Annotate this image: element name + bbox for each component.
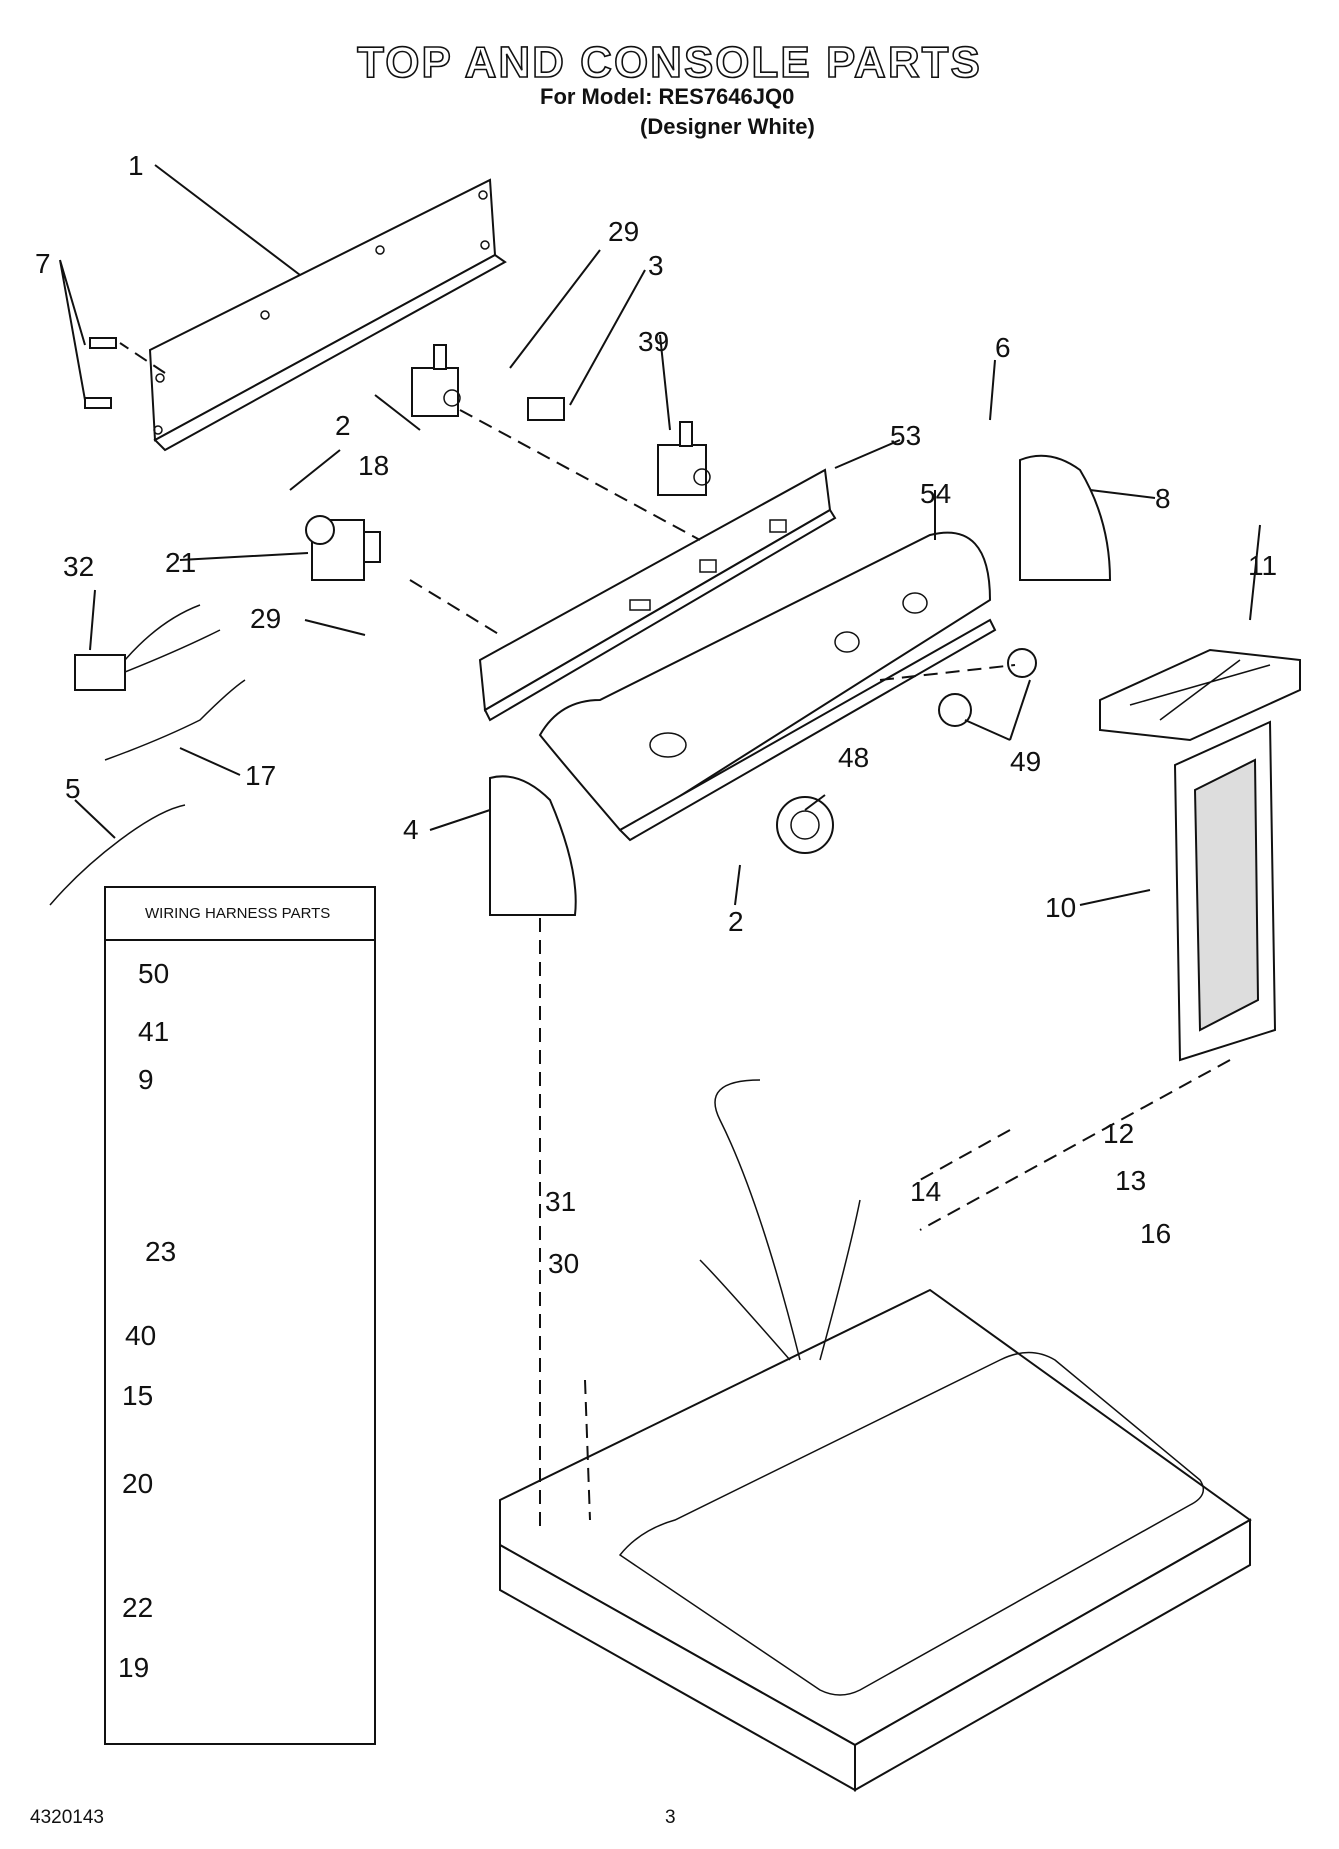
timer-21: [305, 515, 381, 581]
wiring-harness-box: [104, 886, 376, 1745]
callout-41: 41: [138, 1016, 170, 1047]
callout-40: 40: [125, 1320, 157, 1351]
callout-14: 14: [910, 1176, 942, 1207]
lint-housing-10: [1173, 720, 1277, 1062]
callout-29a: 29: [608, 216, 640, 247]
callout-3: 3: [648, 250, 664, 281]
knob-48: [776, 796, 834, 854]
screws-7: [84, 337, 117, 409]
callout-23: 23: [145, 1236, 177, 1267]
knob-49b: [938, 693, 972, 727]
switch-39: [657, 421, 711, 496]
wiring-harness-box-title: WIRING HARNESS PARTS: [145, 905, 331, 922]
callout-18: 18: [358, 450, 390, 481]
end-cap-8: [1019, 454, 1112, 581]
callout-21: 21: [165, 547, 197, 578]
callout-11: 11: [1248, 550, 1278, 581]
callout-1: 1: [128, 150, 144, 181]
callout-22: 22: [122, 1592, 154, 1623]
callout-2b: 2: [728, 906, 744, 937]
dryer-top-16: [499, 1288, 1252, 1792]
callout-9: 9: [138, 1064, 154, 1095]
callout-7: 7: [35, 248, 51, 279]
callout-53: 53: [890, 420, 922, 451]
page-number: 3: [665, 1807, 676, 1828]
callout-17: 17: [245, 760, 277, 791]
callout-15: 15: [122, 1380, 154, 1411]
callout-12: 12: [1103, 1118, 1135, 1149]
callout-20: 20: [122, 1468, 154, 1499]
callout-19: 19: [118, 1652, 150, 1683]
callout-6: 6: [995, 332, 1011, 363]
switch-18: [411, 344, 461, 417]
callout-13: 13: [1115, 1165, 1147, 1196]
callout-4: 4: [403, 814, 419, 845]
callout-8: 8: [1155, 483, 1171, 514]
knob-insert-3: [527, 397, 565, 421]
model-line: For Model: RES7646JQ0: [540, 84, 795, 109]
callout-16: 16: [1140, 1218, 1172, 1249]
control-bracket-53: [478, 468, 837, 722]
wire-5: [49, 804, 186, 906]
callout-5: 5: [65, 773, 81, 804]
callout-29b: 29: [250, 603, 282, 634]
callout-49: 49: [1010, 746, 1042, 777]
callout-54: 54: [920, 478, 952, 509]
rear-panel-part: [148, 178, 507, 452]
console-54: [538, 531, 997, 842]
harness-32: [74, 604, 221, 691]
callout-2a: 2: [335, 410, 351, 441]
callout-10: 10: [1045, 892, 1077, 923]
callout-30: 30: [548, 1248, 580, 1279]
variant-line: (Designer White): [640, 114, 815, 139]
end-cap-4: [489, 775, 577, 916]
main-harness-31: [699, 1079, 861, 1361]
diagram-title: TOP AND CONSOLE PARTS: [356, 37, 982, 88]
callout-31: 31: [545, 1186, 577, 1217]
filter-cover-11: [1099, 648, 1301, 742]
callout-39: 39: [638, 326, 670, 357]
knob-49a: [1007, 648, 1037, 678]
wire-17: [104, 679, 246, 761]
document-number: 4320143: [30, 1807, 104, 1828]
callout-50: 50: [138, 958, 170, 989]
callout-48: 48: [838, 742, 870, 773]
callout-32: 32: [63, 551, 95, 582]
